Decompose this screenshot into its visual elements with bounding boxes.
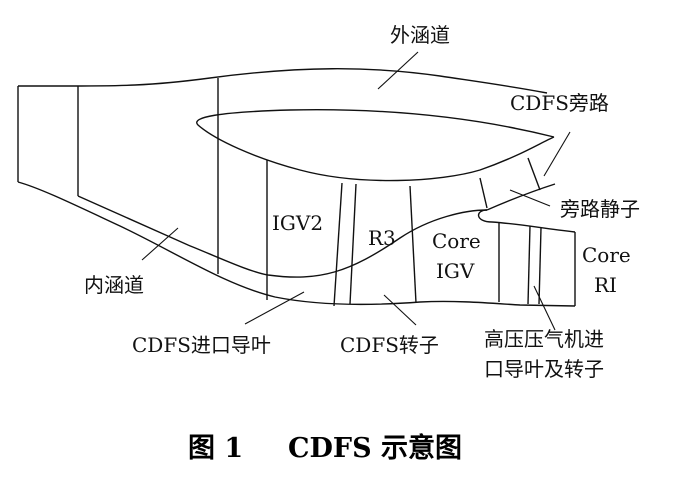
r3-blade-mid xyxy=(349,183,357,305)
label-cdfs-bypass: CDFS旁路 xyxy=(510,91,609,115)
label-hpc-line2: 口导叶及转子 xyxy=(484,357,604,381)
bypass-channel-wall xyxy=(486,183,556,211)
label-outer-bypass: 外涵道 xyxy=(390,23,450,47)
bypass-stator-vane-1 xyxy=(479,177,488,209)
caption-number: 图 1 xyxy=(188,433,243,464)
bypass-splitter-nose xyxy=(477,209,576,233)
label-cdfs-rotor: CDFS转子 xyxy=(340,333,439,357)
outer-casing-line xyxy=(18,68,548,94)
hub-line xyxy=(17,181,576,307)
leader-outer-bypass xyxy=(377,51,419,90)
label-inner-duct: 内涵道 xyxy=(84,273,144,297)
leader-cdfs-rotor xyxy=(383,294,417,326)
splitter-body xyxy=(196,109,555,182)
leader-inner-duct xyxy=(141,227,179,261)
label-igv2: IGV2 xyxy=(272,211,323,235)
hpc-rotor-line-1 xyxy=(527,225,531,305)
leader-hpc xyxy=(533,285,556,331)
leader-cdfs-bypass xyxy=(543,131,571,177)
caption-title: CDFS 示意图 xyxy=(288,432,462,464)
label-cdfs-inlet-guide-vane: CDFS进口导叶 xyxy=(132,333,271,357)
leader-cdfs-igv xyxy=(244,291,305,325)
label-core-ri-line2: RI xyxy=(594,273,617,297)
leader-bypass-stator xyxy=(509,189,551,207)
label-core-ri-line1: Core xyxy=(582,243,631,267)
label-hpc-line1: 高压压气机进 xyxy=(484,327,604,351)
bypass-stator-vane-2 xyxy=(527,157,541,191)
label-core-igv-line2: IGV xyxy=(436,259,475,283)
label-r3: R3 xyxy=(368,226,396,250)
label-core-igv-line1: Core xyxy=(432,229,481,253)
hpc-rotor-line-2 xyxy=(538,227,542,305)
inner-duct-contour xyxy=(77,195,488,278)
label-bypass-stator: 旁路静子 xyxy=(560,197,640,221)
r3-blade-rear xyxy=(409,185,417,304)
r3-blade-front xyxy=(333,182,343,307)
